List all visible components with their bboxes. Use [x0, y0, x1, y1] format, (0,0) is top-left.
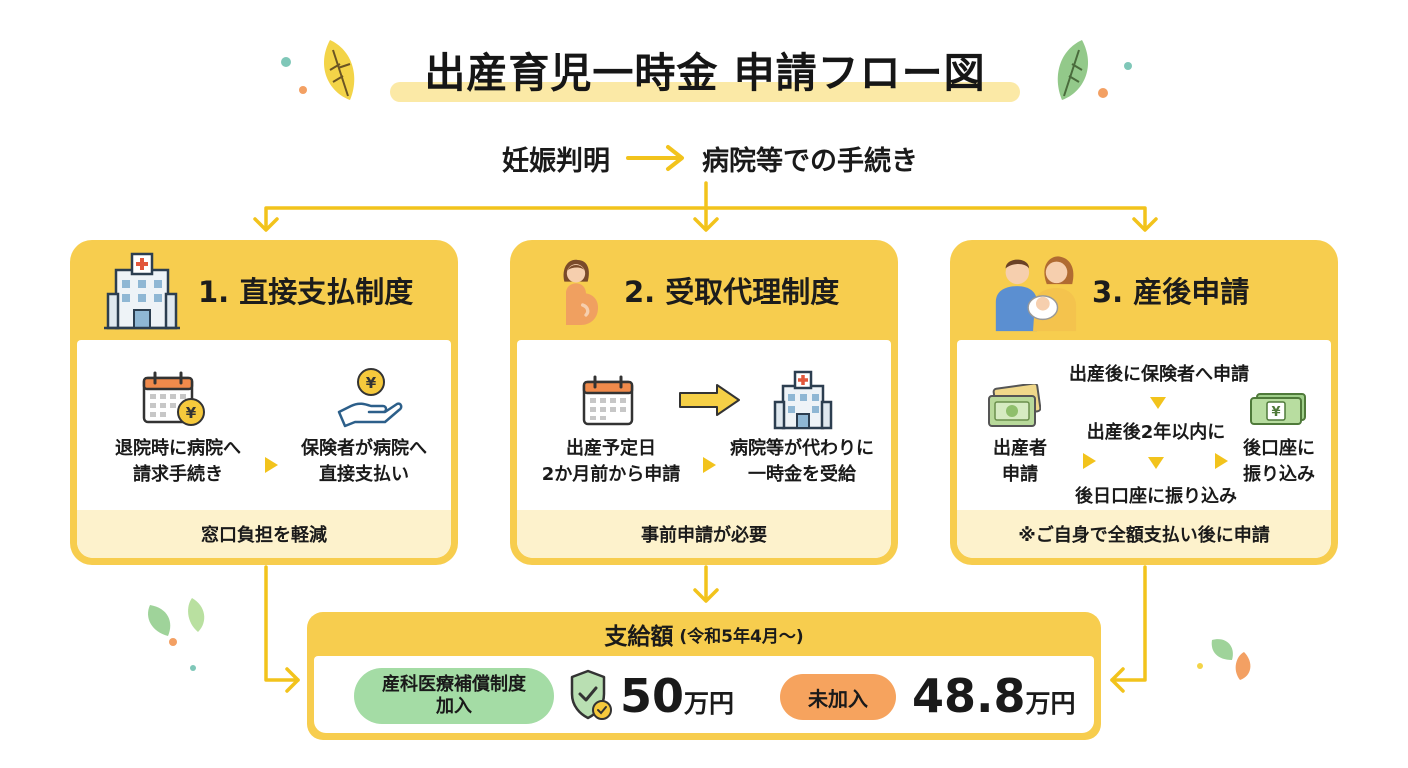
- step-hospital-receives: 病院等が代わりに 一時金を受給: [713, 436, 891, 488]
- title-area: 出産育児一時金 申請フロー図: [390, 42, 1020, 104]
- card-body: 出産者 申請 出産後に保険者へ申請 出産後2年以内に 後日口座に振り込み ¥ 後…: [957, 340, 1331, 558]
- card-title: 3. 産後申請: [1092, 275, 1250, 309]
- amount-note: (令和5年4月〜): [679, 626, 804, 647]
- result-transfer: 後口座に 振り込み: [1229, 436, 1329, 488]
- amount-value: 48.8: [912, 669, 1026, 723]
- applicant-label: 出産者 申請: [983, 436, 1057, 488]
- svg-text:¥: ¥: [1271, 405, 1280, 420]
- step-text: 保険者が病院へ 直接支払い: [301, 438, 427, 485]
- card-title: 2. 受取代理制度: [624, 275, 840, 309]
- card-header: 2. 受取代理制度: [510, 240, 898, 340]
- start-step-pregnancy: 妊娠判明: [502, 145, 610, 177]
- decorative-dot-icon: [169, 57, 1203, 671]
- step-hospital-claim: 退院時に病院へ 請求手続き: [91, 436, 265, 488]
- step-text: 後口座に 振り込み: [1243, 438, 1315, 485]
- not-enrolled-badge: 未加入: [780, 674, 896, 720]
- arrow-right-icon: [626, 145, 684, 171]
- triangle-down-icon: [1148, 457, 1164, 469]
- calendar-icon: [582, 375, 634, 426]
- calendar-icon: ¥: [142, 371, 205, 426]
- svg-text:¥: ¥: [366, 374, 377, 392]
- step-insurer-pays: 保険者が病院へ 直接支払い: [277, 436, 451, 488]
- card-postnatal-application: 3. 産後申請 出産者 申請 出産後に保険者へ申請 出産後2年以内に 後日口座に…: [950, 240, 1338, 565]
- decorative-leaf-icon: [148, 40, 1251, 680]
- page-title: 出産育児一時金 申請フロー図: [424, 49, 986, 97]
- card-header: 1. 直接支払制度: [70, 240, 458, 340]
- amount-value: 50: [620, 669, 685, 723]
- triangle-right-icon: [703, 457, 716, 473]
- step-text: 出産者 申請: [993, 438, 1047, 485]
- step-later-transfer: 後日口座に振り込み: [1075, 486, 1237, 507]
- start-flow: 妊娠判明 病院等での手続き: [440, 136, 980, 180]
- card-footer: ※ご自身で全額支払い後に申請: [957, 510, 1331, 558]
- amount-header: 支給額 (令和5年4月〜): [307, 612, 1101, 656]
- banknote-icon: ¥: [1250, 393, 1306, 425]
- amount-title: 支給額: [604, 624, 674, 650]
- shield-check-icon: [570, 669, 612, 720]
- card-direct-payment: 1. 直接支払制度 ¥ ¥ 退院時に病院へ 請求手続き 保険者が病院へ 直接支払…: [70, 240, 458, 565]
- enrolled-badge: 産科医療補償制度 加入: [354, 668, 554, 724]
- triangle-right-icon: [1083, 453, 1096, 469]
- start-step-hospital: 病院等での手続き: [702, 145, 918, 177]
- banknote-icon: [988, 384, 1041, 427]
- card-header: 3. 産後申請: [950, 240, 1338, 340]
- card-body: 出産予定日 2か月前から申請 病院等が代わりに 一時金を受給 事前申請が必要: [517, 340, 891, 558]
- step-text: 退院時に病院へ 請求手続き: [115, 438, 241, 485]
- step-apply-before-due: 出産予定日 2か月前から申請: [523, 436, 699, 488]
- benefit-amount-box: 支給額 (令和5年4月〜) 産科医療補償制度 加入 50万円 未加入 48.8万…: [307, 612, 1101, 740]
- card-receipt-agency: 2. 受取代理制度 出産予定日 2か月前から申請 病院等が代わりに 一時金を受給: [510, 240, 898, 565]
- hospital-icon: [104, 252, 180, 330]
- enrolled-amount: 50万円: [620, 668, 734, 732]
- pregnant-woman-icon: [563, 259, 599, 325]
- triangle-down-icon: [1150, 397, 1166, 409]
- step-text: 病院等が代わりに 一時金を受給: [730, 438, 874, 485]
- step-text: 出産予定日 2か月前から申請: [541, 438, 681, 485]
- yen-coin-hand-icon: ¥: [337, 368, 403, 428]
- family-with-baby-icon: [995, 256, 1077, 332]
- step-within-two-years: 出産後2年以内に: [1086, 422, 1226, 443]
- triangle-right-icon: [1215, 453, 1228, 469]
- triangle-right-icon: [265, 457, 278, 473]
- step-apply-to-insurer: 出産後に保険者へ申請: [1069, 364, 1249, 385]
- amount-unit: 万円: [684, 689, 735, 718]
- card-body: ¥ ¥ 退院時に病院へ 請求手続き 保険者が病院へ 直接支払い 窓口負担を軽減: [77, 340, 451, 558]
- hospital-icon: [773, 370, 833, 430]
- arrow-right-icon: [679, 384, 740, 416]
- title-highlight: [390, 82, 1020, 102]
- card-title: 1. 直接支払制度: [198, 275, 414, 309]
- amount-unit: 万円: [1025, 689, 1076, 718]
- amount-body: 産科医療補償制度 加入 50万円 未加入 48.8万円: [314, 656, 1094, 733]
- card-footer: 窓口負担を軽減: [77, 510, 451, 558]
- svg-text:¥: ¥: [186, 404, 197, 422]
- card-footer: 事前申請が必要: [517, 510, 891, 558]
- not-enrolled-amount: 48.8万円: [912, 668, 1076, 732]
